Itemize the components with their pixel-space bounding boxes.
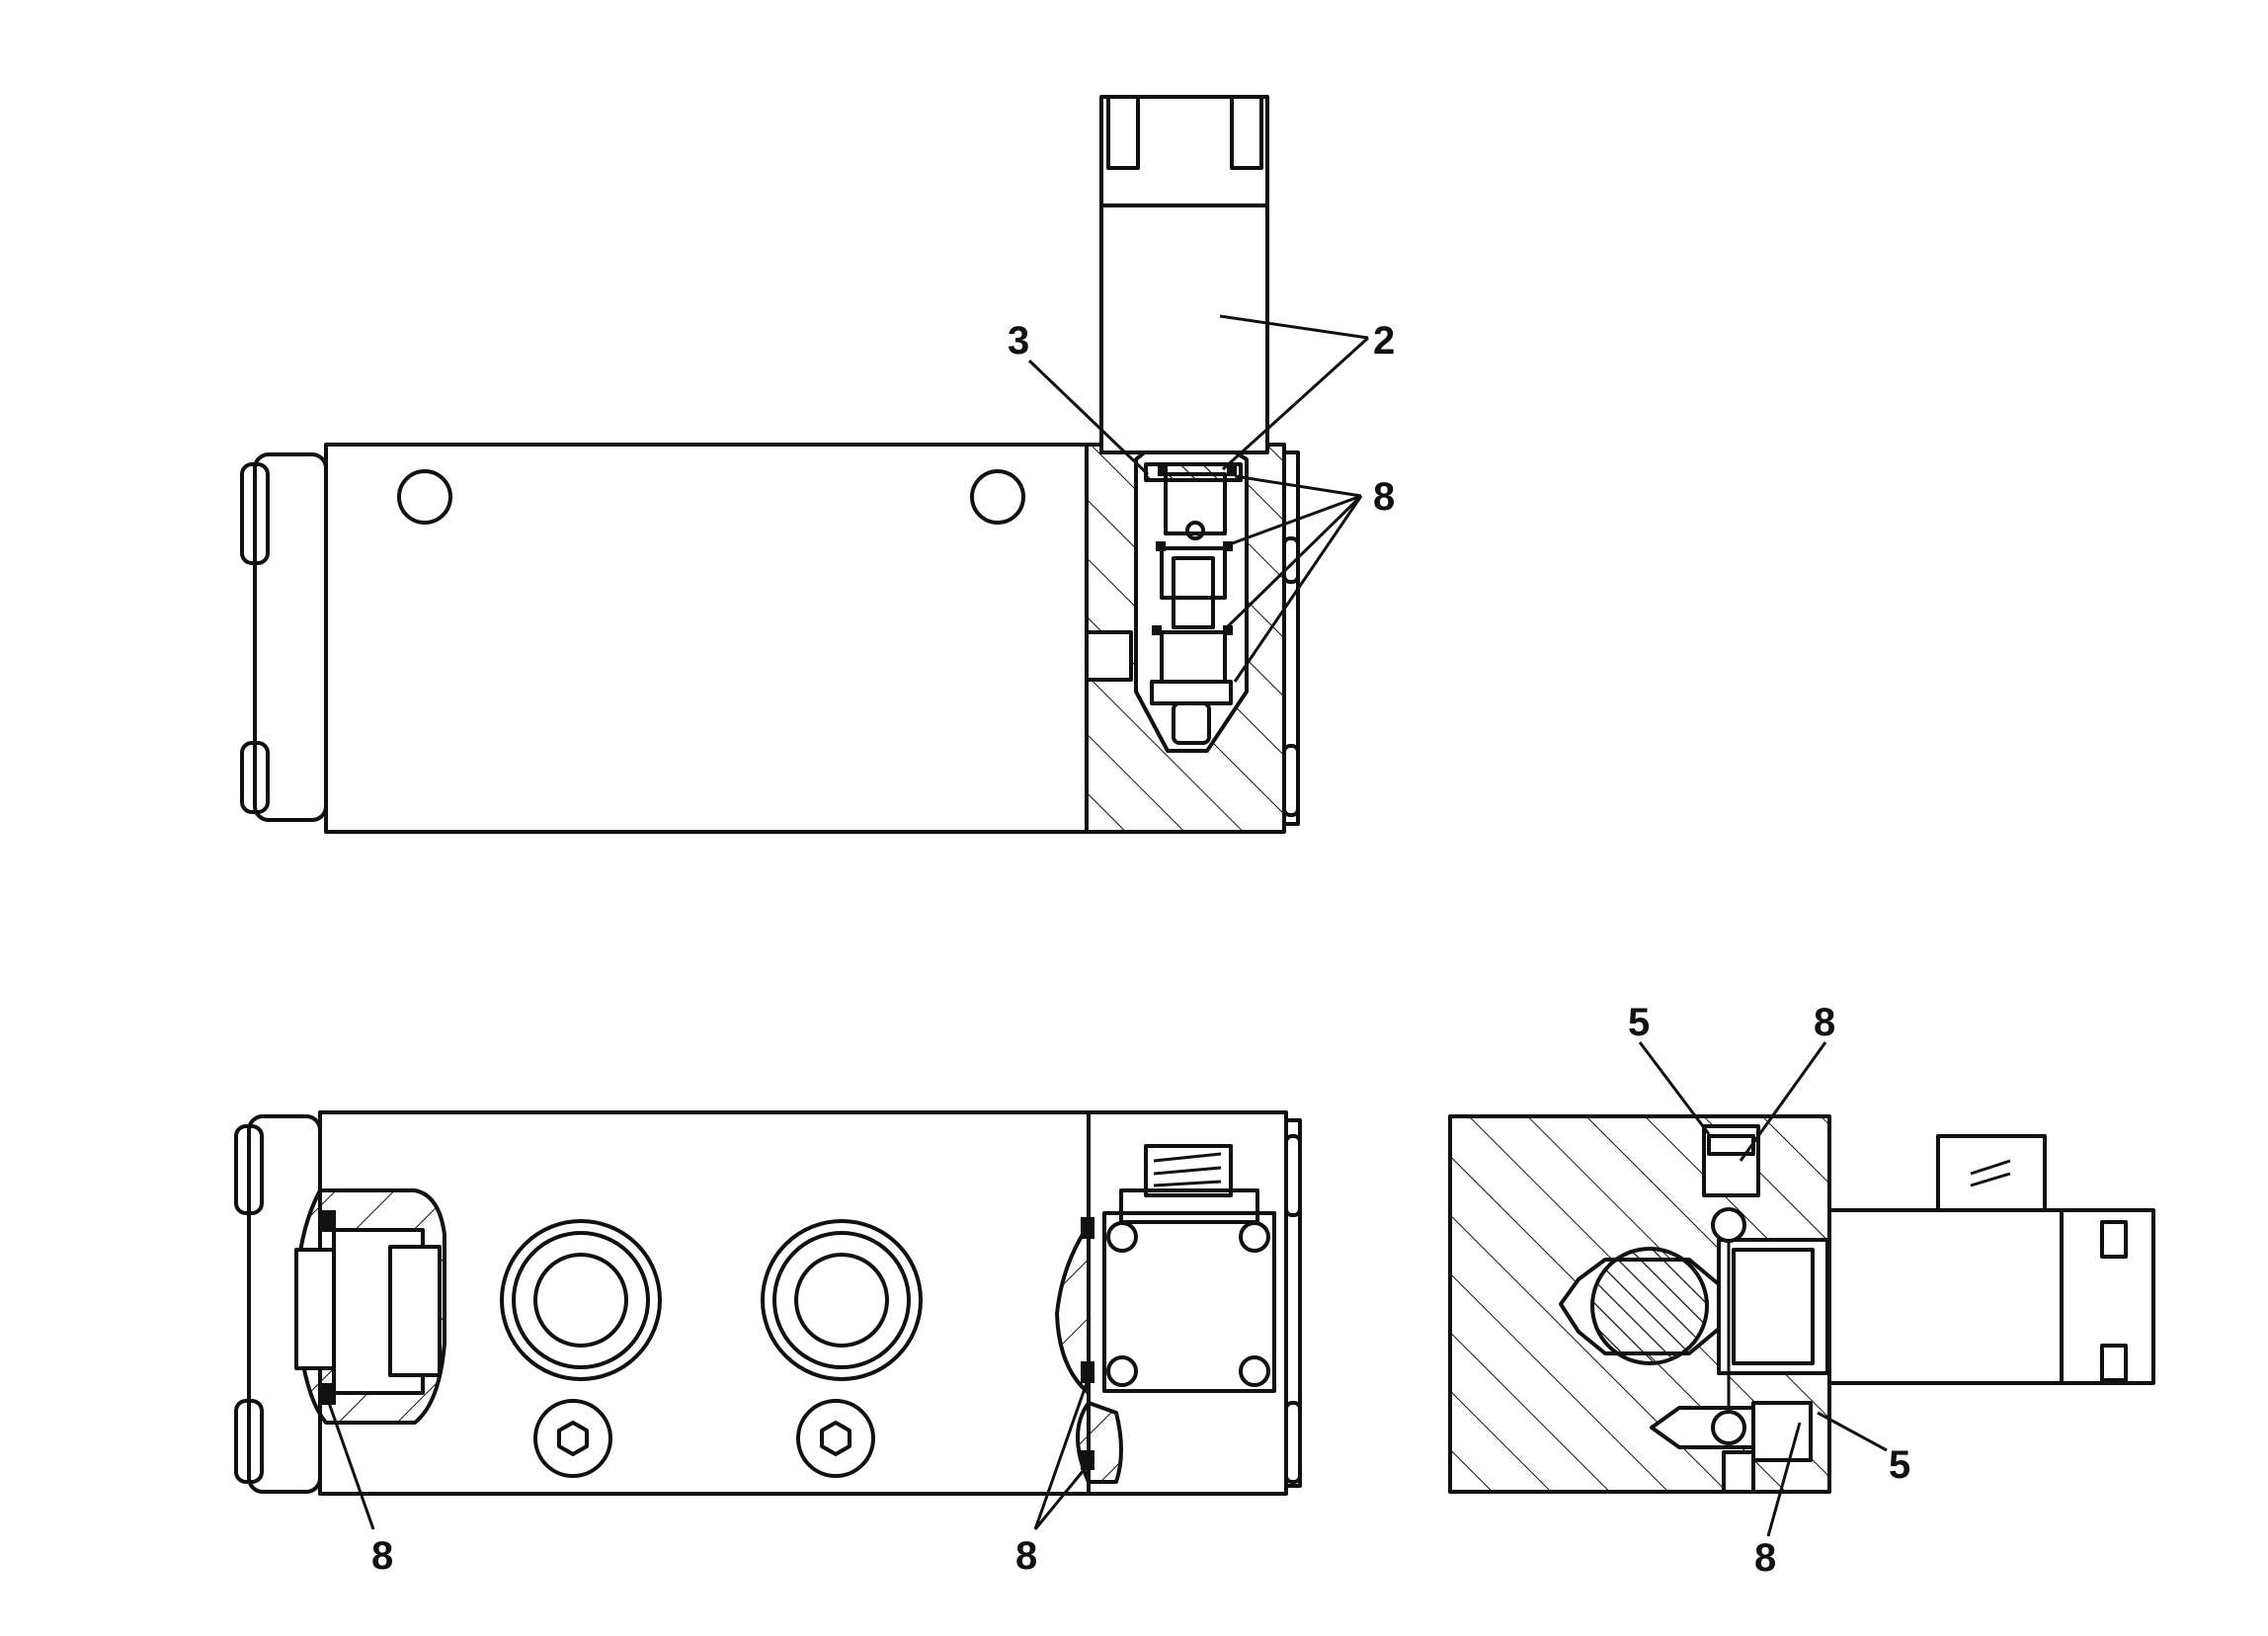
bottom-plan-view (234, 1110, 1302, 1530)
label-item-8-top: 8 (1373, 475, 1395, 519)
solenoid-connector-face (1102, 1211, 1276, 1393)
end-section-view (1448, 1041, 2155, 1537)
spool-section (1590, 1247, 1709, 1365)
leader-8-bottom-end (1766, 1422, 1802, 1537)
leader-8-left (327, 1402, 375, 1530)
label-item-5-end-top: 5 (1628, 1001, 1650, 1044)
leader-3 (1027, 359, 1150, 476)
label-item-3: 3 (1008, 319, 1029, 363)
cartridge-middle (1160, 546, 1227, 600)
leader-2b (1221, 336, 1370, 471)
leader-8-top-end (1739, 1041, 1827, 1162)
solenoid-cap (1144, 1144, 1233, 1197)
top-side-view (240, 95, 1370, 834)
label-item-8-bottom-right: 8 (1015, 1534, 1037, 1578)
port-1 (500, 1219, 662, 1381)
leader-8c (1223, 494, 1363, 631)
leader-2a (1219, 314, 1369, 340)
label-item-8-end-top: 8 (1814, 1001, 1835, 1044)
hex-bolt-1 (533, 1399, 612, 1478)
right-cutaway (1055, 1223, 1091, 1395)
cartridge-plunger (1172, 701, 1211, 745)
leader-8b (1226, 494, 1362, 547)
hex-bolt-2 (796, 1399, 875, 1478)
label-item-5-end-bottom: 5 (1889, 1443, 1910, 1487)
leader-5-bottom (1817, 1411, 1888, 1452)
leader-8-right-a (1033, 1382, 1089, 1530)
part-labels: 3 2 8 8 8 5 8 5 8 (371, 319, 1910, 1580)
solenoid-housing-top (1099, 204, 1269, 454)
label-item-8-end-bottom: 8 (1754, 1536, 1776, 1580)
label-item-2: 2 (1373, 319, 1395, 363)
mounting-hole-left (397, 469, 452, 525)
leader-8d (1233, 495, 1363, 683)
label-item-8-bottom-left: 8 (371, 1534, 393, 1578)
top-left-end-cap (253, 452, 328, 822)
solenoid-coil-top (1099, 95, 1269, 207)
port-2 (761, 1219, 923, 1381)
mounting-hole-right (970, 469, 1025, 525)
seal-mark (1158, 466, 1168, 476)
leader-8-right-b (1033, 1463, 1091, 1530)
leader-8a (1234, 474, 1362, 498)
solenoid-coil-side (1827, 1208, 2064, 1385)
side-cap (1936, 1134, 2047, 1212)
leader-5-top (1638, 1041, 1711, 1135)
cartridge-upper (1164, 472, 1227, 535)
lower-check-plug (1751, 1401, 1813, 1462)
